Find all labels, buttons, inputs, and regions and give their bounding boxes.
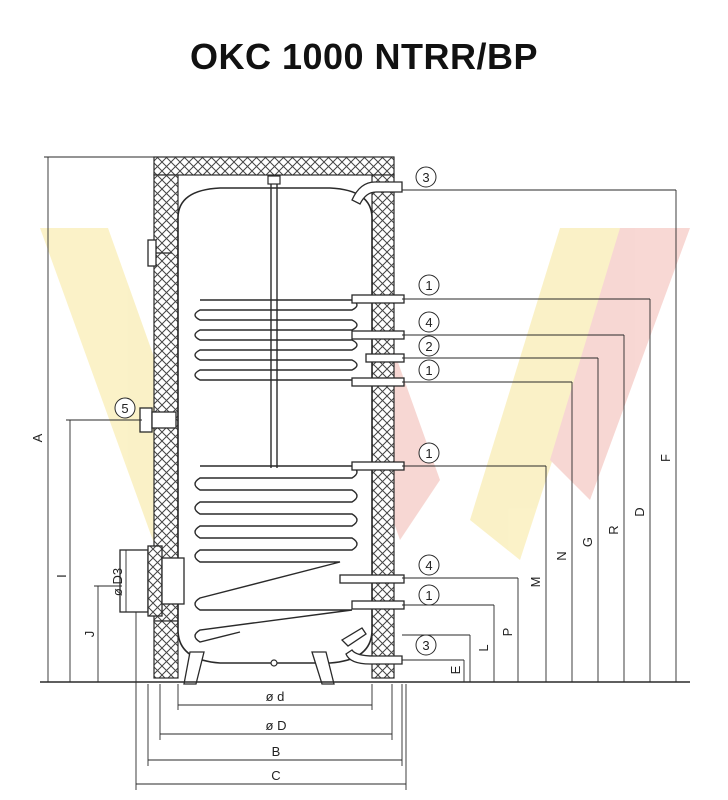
marker-lower-sensor: 4	[418, 554, 440, 576]
dim-label-A: A	[30, 433, 45, 442]
marker-left-port: 5	[114, 397, 136, 419]
dim-label-R: R	[606, 525, 621, 534]
dim-label-D: D	[632, 507, 647, 516]
tank-legs	[183, 651, 335, 685]
upper-heat-exchanger-coil	[194, 299, 358, 381]
svg-text:5: 5	[121, 401, 128, 416]
dim-label-I: I	[54, 574, 69, 578]
svg-text:4: 4	[425, 315, 432, 330]
marker-lower-coil-out: 1	[418, 584, 440, 606]
svg-text:1: 1	[425, 278, 432, 293]
width-dimension-labels: ø d ø D B C	[266, 689, 287, 783]
connection-markers: 3 1 4 2 1 5 1 4 1 3	[114, 166, 440, 656]
anode-rod	[267, 175, 281, 667]
dim-label-L: L	[476, 644, 491, 651]
dim-label-P: P	[500, 628, 515, 637]
left-ports	[139, 239, 177, 433]
dim-label-E: E	[448, 665, 463, 674]
svg-text:3: 3	[422, 170, 429, 185]
dim-label-B: B	[272, 744, 281, 759]
dim-label-G: G	[580, 537, 595, 547]
marker-upper-coil-out: 1	[418, 359, 440, 381]
svg-text:4: 4	[425, 558, 432, 573]
dimension-lines	[44, 156, 677, 790]
marker-lower-coil-in: 1	[418, 442, 440, 464]
dim-label-N: N	[554, 551, 569, 560]
tank-vessel	[177, 187, 373, 664]
dim-label-outer-diameter: ø D	[266, 718, 287, 733]
dim-label-F: F	[658, 454, 673, 462]
marker-upper-sensor: 4	[418, 311, 440, 333]
svg-text:1: 1	[425, 588, 432, 603]
marker-circulation: 2	[418, 335, 440, 357]
marker-bottom-inlet: 3	[415, 634, 437, 656]
lower-heat-exchanger-coil	[194, 465, 358, 643]
dim-label-M: M	[528, 577, 543, 588]
svg-text:1: 1	[425, 363, 432, 378]
svg-text:1: 1	[425, 446, 432, 461]
height-dimension-labels: A F D R G N M P L E I J ø D3	[30, 433, 673, 674]
dim-label-flange: ø D3	[110, 568, 125, 596]
dim-label-J: J	[82, 631, 97, 638]
page-title: OKC 1000 NTRR/BP	[189, 36, 539, 77]
svg-text:3: 3	[422, 638, 429, 653]
dim-label-C: C	[271, 768, 280, 783]
flange	[119, 545, 185, 617]
marker-top-outlet: 3	[415, 166, 437, 188]
svg-text:2: 2	[425, 339, 432, 354]
marker-upper-coil-in: 1	[418, 274, 440, 296]
dim-label-inner-diameter: ø d	[266, 689, 285, 704]
